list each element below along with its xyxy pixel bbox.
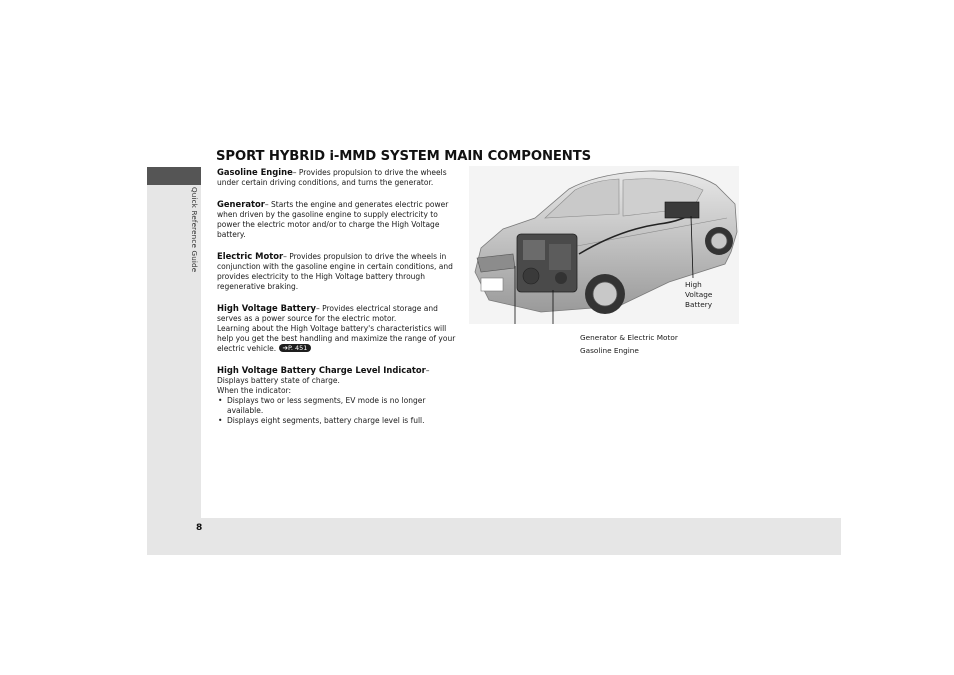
charge-indicator-desc: – Displays battery state of charge.	[217, 366, 430, 385]
side-index-tab	[147, 167, 201, 185]
battery-note: Learning about the High Voltage battery'…	[217, 324, 456, 353]
page-number: 8	[196, 523, 203, 533]
components-description: Gasoline Engine– Provides propulsion to …	[217, 167, 463, 437]
electric-motor-entry: Electric Motor– Provides propulsion to d…	[217, 251, 463, 292]
battery-callout-line: Voltage	[685, 290, 713, 299]
page-reference-label: P. 451	[288, 344, 308, 352]
engine-callout: Gasoline Engine	[580, 346, 639, 355]
generator-entry: Generator– Starts the engine and generat…	[217, 199, 463, 240]
battery-pack	[664, 201, 700, 219]
generator-term: Generator	[217, 199, 265, 209]
battery-desc: – Provides electrical storage and serves…	[217, 304, 438, 323]
battery-term: High Voltage Battery	[217, 303, 316, 313]
generator-motor-callout: Generator & Electric Motor	[580, 333, 678, 342]
leader-line-engine	[514, 266, 516, 324]
gasoline-engine-entry: Gasoline Engine– Provides propulsion to …	[217, 167, 463, 188]
leader-line-generator	[552, 290, 554, 324]
license-plate	[480, 277, 504, 292]
rear-wheel	[705, 227, 733, 255]
battery-callout-line: High	[685, 280, 702, 289]
section-label: Quick Reference Guide	[190, 187, 199, 273]
generator-desc: – Starts the engine and generates electr…	[217, 200, 449, 239]
charge-indicator-intro: When the indicator:	[217, 386, 292, 395]
list-item: Displays eight segments, battery charge …	[217, 416, 463, 426]
gasoline-engine-term: Gasoline Engine	[217, 167, 293, 177]
car-cutaway-illustration	[469, 166, 739, 324]
electric-motor-desc: – Provides propulsion to drive the wheel…	[217, 252, 453, 291]
charge-indicator-term: High Voltage Battery Charge Level Indica…	[217, 365, 426, 375]
charge-indicator-entry: High Voltage Battery Charge Level Indica…	[217, 365, 463, 426]
page-reference-link[interactable]: ➔P. 451	[278, 344, 312, 352]
front-wheel	[585, 274, 625, 314]
electric-motor-term: Electric Motor	[217, 251, 284, 261]
arrow-icon: ➔	[282, 344, 288, 352]
footer-band	[201, 518, 841, 555]
car-windshield	[544, 178, 620, 219]
list-item: Displays two or less segments, EV mode i…	[217, 396, 463, 416]
battery-entry: High Voltage Battery– Provides electrica…	[217, 303, 463, 354]
battery-callout: High Voltage Battery	[685, 280, 712, 310]
page-title: SPORT HYBRID i-MMD SYSTEM MAIN COMPONENT…	[216, 149, 592, 164]
leader-line-battery	[690, 215, 694, 279]
charge-indicator-list: Displays two or less segments, EV mode i…	[217, 396, 463, 426]
engine-block	[516, 233, 578, 293]
battery-callout-line: Battery	[685, 300, 713, 309]
gasoline-engine-desc: – Provides propulsion to drive the wheel…	[217, 168, 447, 187]
side-index-bar	[147, 167, 201, 555]
